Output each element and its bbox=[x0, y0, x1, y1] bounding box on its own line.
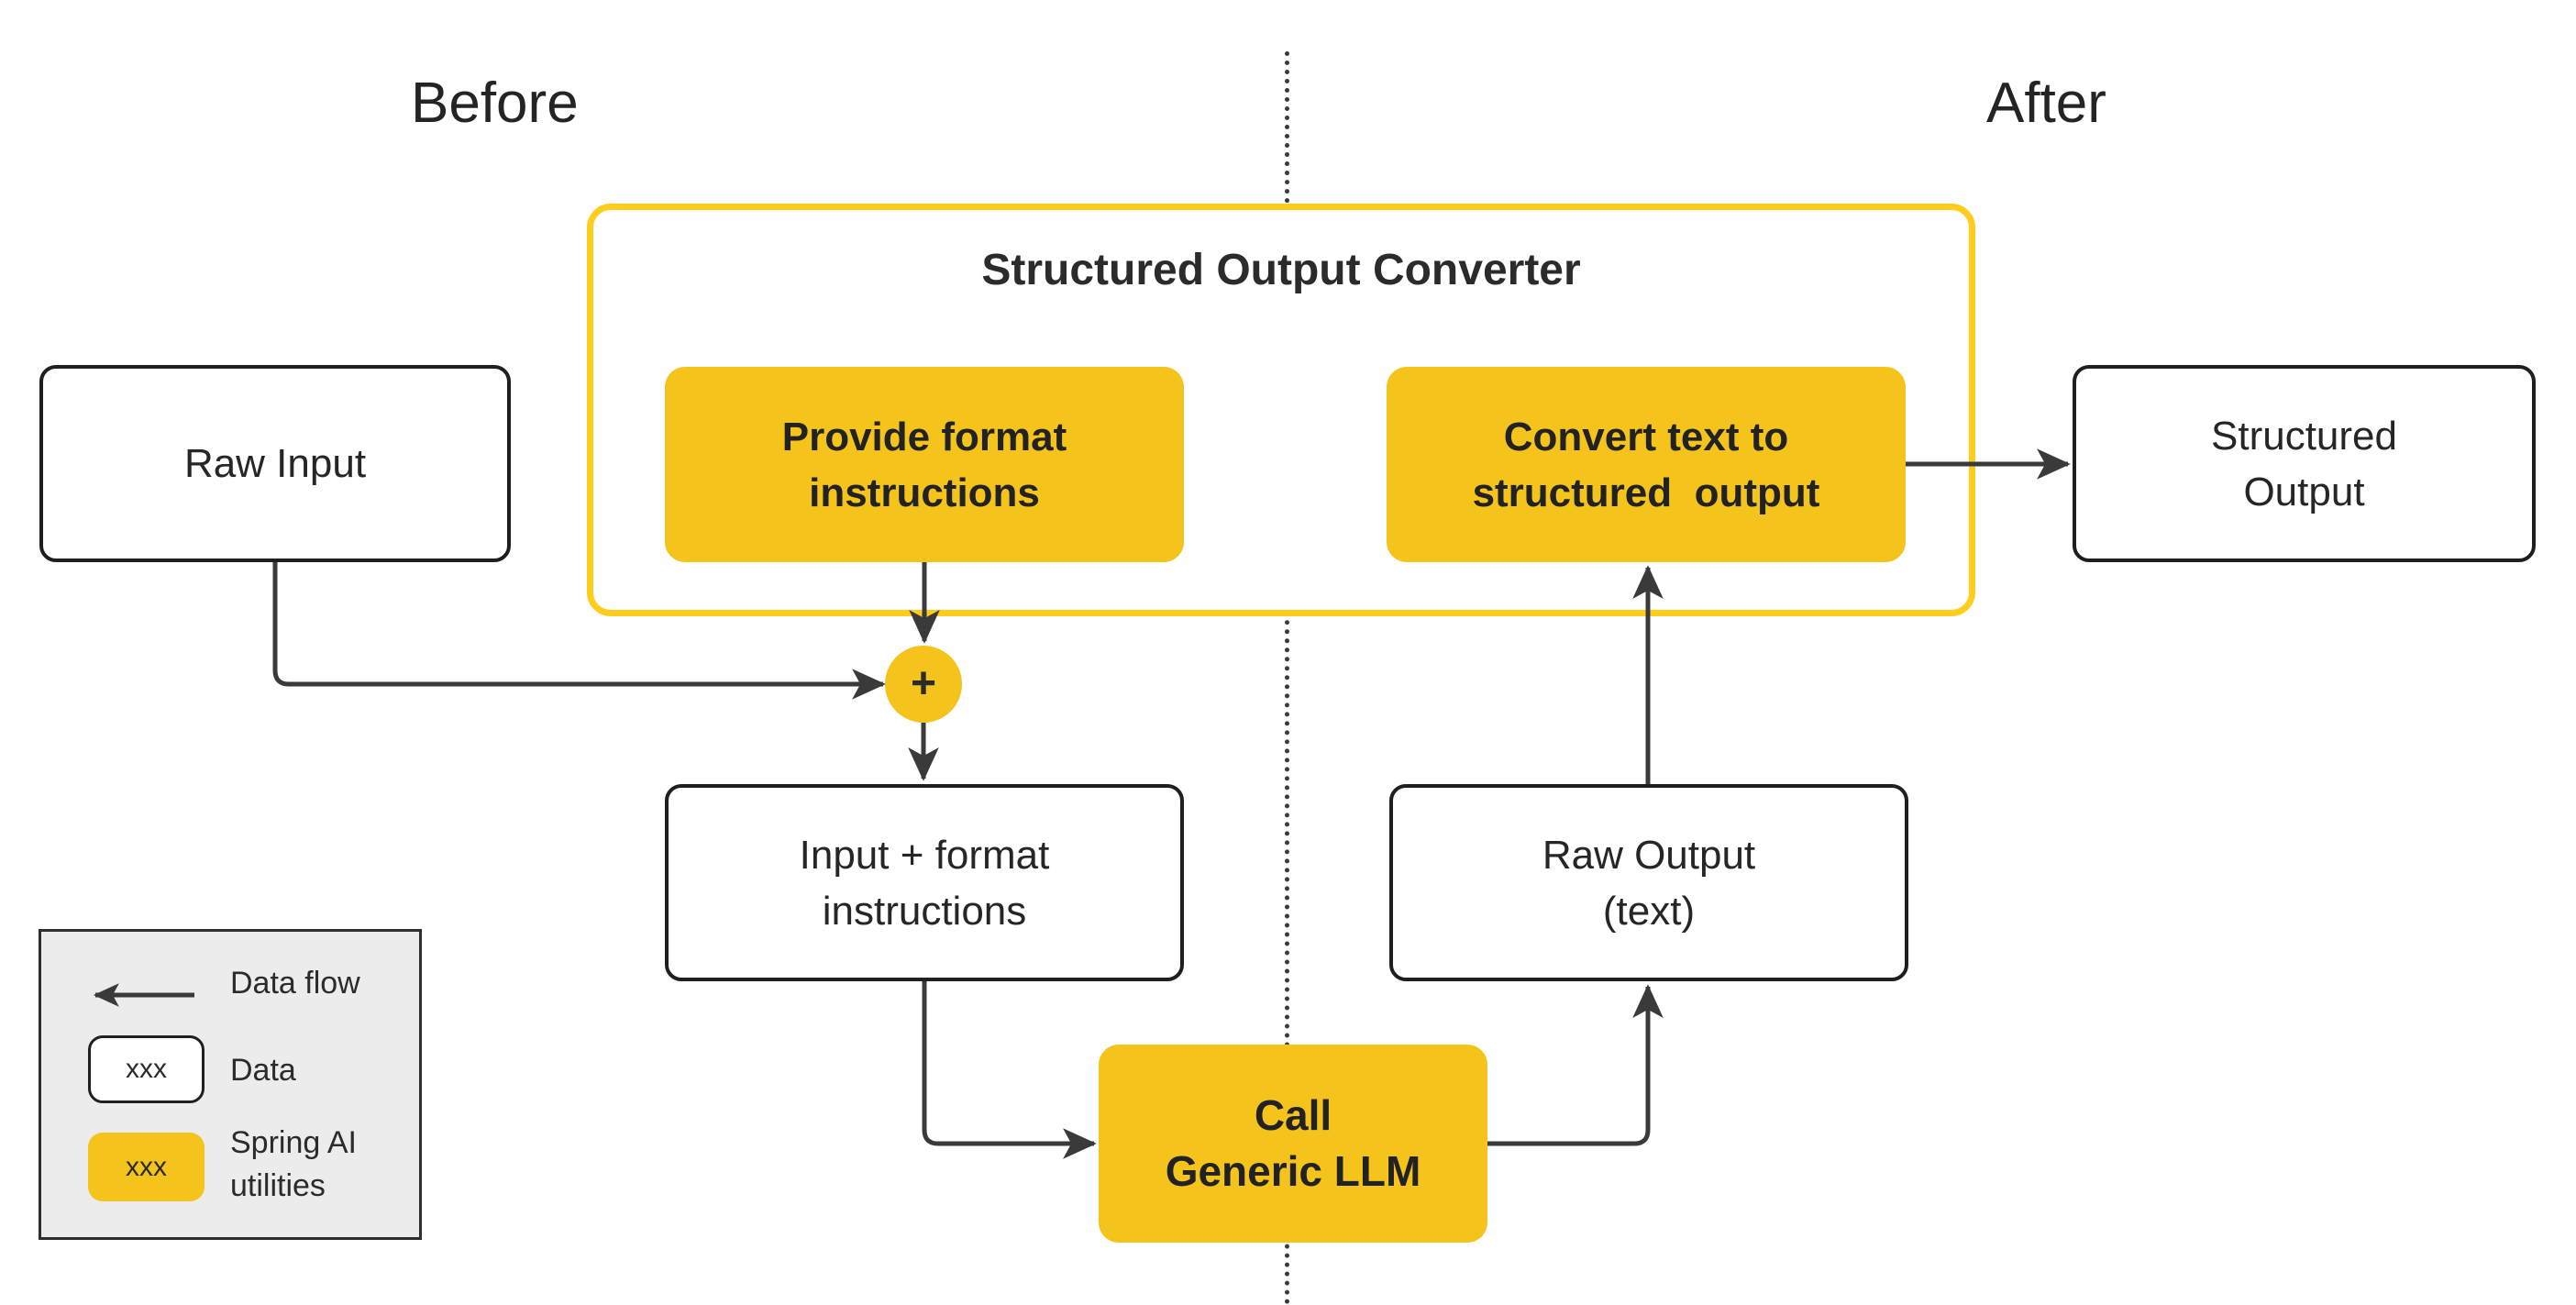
plus-symbol: + bbox=[910, 659, 937, 708]
legend-spring-sample-box: xxx bbox=[88, 1133, 205, 1201]
provide-format-label-line2: instructions bbox=[809, 470, 1040, 515]
after-heading: After bbox=[1986, 72, 2106, 135]
legend-spring-ai-label: Spring AI utilities bbox=[230, 1122, 357, 1208]
structured-output-node: Structured Output bbox=[2073, 365, 2536, 562]
legend: Data flow xxx Data xxx Spring AI utilitie… bbox=[39, 929, 422, 1240]
raw-input-node: Raw Input bbox=[39, 365, 511, 562]
raw-output-label-line2: (text) bbox=[1602, 888, 1696, 934]
input-format-node: Input + format instructions bbox=[665, 784, 1184, 981]
before-after-divider-dotted-line bbox=[1285, 51, 1289, 1305]
call-generic-llm-node: Call Generic LLM bbox=[1099, 1045, 1487, 1243]
legend-data-flow-label: Data flow bbox=[230, 966, 360, 1001]
plus-junction-icon: + bbox=[885, 646, 962, 723]
structured-output-label-line2: Output bbox=[2243, 469, 2365, 514]
raw-input-label: Raw Input bbox=[183, 441, 367, 486]
convert-text-label-line2: structured output bbox=[1472, 470, 1820, 515]
call-llm-label-line1: Call bbox=[1254, 1091, 1332, 1139]
raw-output-node: Raw Output (text) bbox=[1389, 784, 1908, 981]
legend-spring-sample-text: xxx bbox=[126, 1151, 167, 1182]
legend-data-sample-text: xxx bbox=[126, 1054, 167, 1084]
arrow-call-llm-to-raw-output bbox=[1487, 984, 1664, 1146]
converter-title: Structured Output Converter bbox=[981, 246, 1581, 294]
legend-spring-ai-line2: utilities bbox=[230, 1168, 326, 1203]
convert-text-node: Convert text to structured output bbox=[1387, 367, 1906, 562]
arrow-input-format-to-call-llm bbox=[922, 981, 1097, 1159]
legend-spring-ai-line1: Spring AI bbox=[230, 1125, 357, 1160]
input-format-label-line2: instructions bbox=[822, 888, 1027, 934]
convert-text-label-line1: Convert text to bbox=[1503, 414, 1789, 459]
legend-data-sample-box: xxx bbox=[88, 1035, 205, 1103]
legend-data-label: Data bbox=[230, 1053, 296, 1088]
before-heading: Before bbox=[411, 72, 579, 135]
call-llm-label-line2: Generic LLM bbox=[1165, 1147, 1421, 1195]
input-format-label-line1: Input + format bbox=[799, 832, 1050, 878]
provide-format-node: Provide format instructions bbox=[665, 367, 1184, 562]
provide-format-label-line1: Provide format bbox=[781, 414, 1067, 459]
structured-output-label-line1: Structured bbox=[2211, 413, 2397, 459]
raw-output-label-line1: Raw Output bbox=[1542, 832, 1756, 878]
